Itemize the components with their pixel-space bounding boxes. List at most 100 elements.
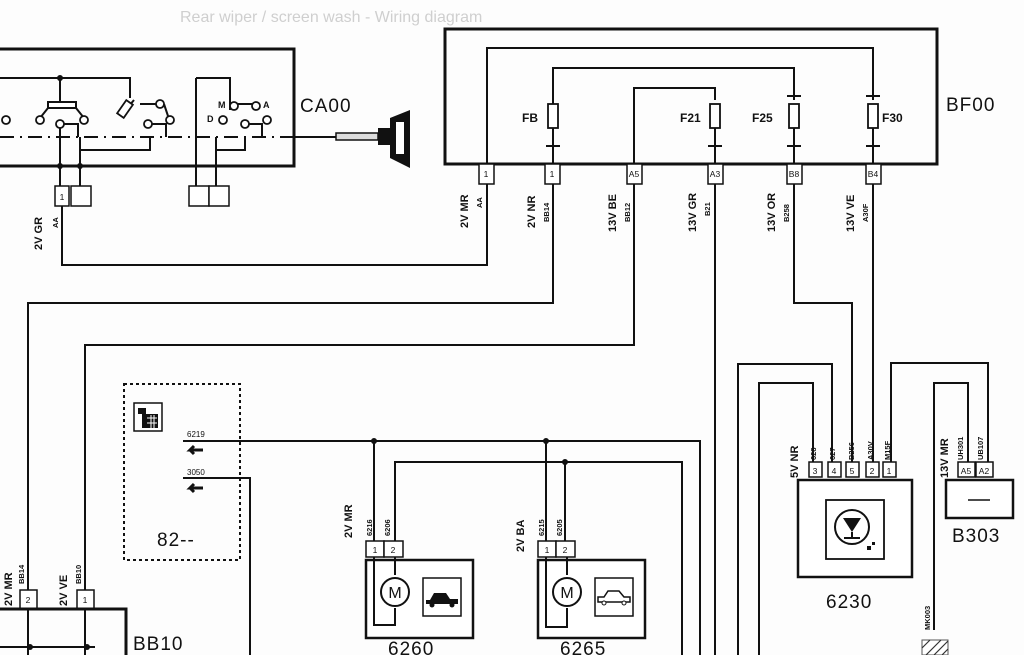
svg-text:627: 627 (828, 447, 837, 460)
fuse-f30: F30 (866, 95, 903, 164)
washer-pump-icon (825, 499, 885, 560)
svg-text:2V MR: 2V MR (3, 572, 15, 606)
svg-text:13V VE: 13V VE (845, 195, 857, 232)
svg-text:4: 4 (832, 466, 837, 476)
component-82: 6219 3050 82-- (123, 383, 241, 561)
svg-text:2: 2 (391, 545, 396, 555)
svg-text:M: M (388, 585, 401, 602)
ground-icon: MK003 (921, 606, 949, 655)
b303-label: B303 (952, 526, 1000, 547)
c6265-label: 6265 (560, 639, 606, 655)
fuse-f21: F21 (680, 103, 722, 164)
svg-text:M: M (560, 585, 573, 602)
svg-text:M15F: M15F (883, 440, 892, 460)
svg-text:AA: AA (475, 197, 484, 208)
svg-text:B4: B4 (868, 169, 879, 179)
svg-text:B8: B8 (789, 169, 800, 179)
switch-pos-d: D (207, 114, 214, 124)
svg-text:2: 2 (26, 595, 31, 605)
svg-text:BB14: BB14 (542, 202, 551, 222)
c82-label: 82-- (157, 530, 195, 551)
component-6265: 1 2 M 6265 2V BA 6215 6205 (515, 519, 647, 655)
svg-text:B21: B21 (703, 202, 712, 216)
svg-text:1: 1 (484, 169, 489, 179)
ca00-pin-1: 1 (60, 192, 65, 202)
svg-text:628: 628 (809, 447, 818, 460)
svg-text:6216: 6216 (365, 519, 374, 536)
component-bf00: FB F21 F25 F30 BF00 1 1 A5 A3 B8 (443, 27, 995, 185)
svg-text:6206: 6206 (383, 519, 392, 536)
svg-text:13V GR: 13V GR (687, 193, 699, 232)
wire-spec-ca00: 2V GR (33, 217, 45, 250)
svg-text:A5: A5 (961, 466, 972, 476)
svg-text:A5: A5 (629, 169, 640, 179)
svg-text:A2: A2 (979, 466, 990, 476)
multifunction-display-icon (133, 402, 163, 432)
svg-text:BB12: BB12 (623, 203, 632, 222)
svg-text:6215: 6215 (537, 519, 546, 536)
svg-text:BB14: BB14 (17, 564, 26, 584)
c6230-label: 6230 (826, 592, 872, 613)
arrow-left-icon (186, 444, 203, 456)
svg-text:2V VE: 2V VE (58, 575, 70, 606)
fuse-fb: FB (522, 103, 560, 164)
bf00-label: BF00 (946, 95, 995, 116)
svg-text:2V MR: 2V MR (459, 194, 471, 228)
svg-text:5V NR: 5V NR (789, 446, 801, 478)
c6260-label: 6260 (388, 639, 434, 655)
ignition-key-icon (335, 110, 410, 168)
faint-header: Rear wiper / screen wash - Wiring diagra… (180, 9, 482, 26)
svg-text:1: 1 (545, 545, 550, 555)
component-bb10: 2 1 BB10 2V MR BB14 2V VE BB10 (0, 564, 183, 655)
svg-text:5: 5 (850, 466, 855, 476)
svg-text:F21: F21 (680, 111, 701, 125)
bf00-wire-labels: 2V MR AA 2V NR BB14 13V BE BB12 13V GR B… (459, 193, 870, 232)
svg-text:1: 1 (83, 595, 88, 605)
component-6230: 3 4 5 2 1 6230 5V NR 628 627 B256 A30V M… (789, 440, 914, 613)
bb10-label: BB10 (133, 634, 183, 655)
svg-text:A30F: A30F (861, 203, 870, 222)
svg-text:13V MR: 13V MR (939, 438, 951, 478)
switch-pos-m: M (218, 100, 226, 110)
svg-text:3: 3 (813, 466, 818, 476)
svg-text:2V MR: 2V MR (343, 504, 355, 538)
svg-text:1: 1 (550, 169, 555, 179)
svg-text:A30V: A30V (866, 441, 875, 460)
wire-ca00-to-bf00 (61, 176, 488, 266)
svg-text:2: 2 (870, 466, 875, 476)
component-ca00: M D A 1 CA00 (0, 47, 352, 207)
fuse-f25: F25 (752, 95, 801, 164)
svg-text:B258: B258 (782, 204, 791, 222)
svg-text:A3: A3 (710, 169, 721, 179)
svg-text:1: 1 (887, 466, 892, 476)
wiring (27, 184, 989, 655)
svg-text:6205: 6205 (555, 519, 564, 536)
rear-car-icon (594, 577, 634, 617)
svg-text:13V OR: 13V OR (766, 193, 778, 232)
svg-text:FB: FB (522, 111, 538, 125)
component-b303: A5 A2 B303 13V MR UH301 UB107 (939, 437, 1015, 547)
svg-text:1: 1 (373, 545, 378, 555)
svg-text:B256: B256 (847, 442, 856, 460)
front-car-icon (422, 577, 462, 617)
svg-text:13V BE: 13V BE (607, 194, 619, 232)
wire-code-ca00: AA (51, 217, 60, 228)
svg-text:BB10: BB10 (74, 565, 83, 584)
ca00-label: CA00 (300, 96, 352, 117)
svg-text:2: 2 (563, 545, 568, 555)
svg-text:F30: F30 (882, 111, 903, 125)
switch-pos-a: A (263, 100, 270, 110)
svg-text:UB107: UB107 (976, 437, 985, 460)
svg-text:F25: F25 (752, 111, 773, 125)
motor-icon (552, 577, 582, 607)
svg-text:2V BA: 2V BA (515, 520, 527, 552)
component-6260: 1 2 M 6260 2V MR 6216 6206 (343, 504, 475, 655)
signal-6219: 6219 (187, 430, 205, 439)
svg-text:MK003: MK003 (923, 606, 932, 630)
motor-icon (380, 577, 410, 607)
svg-text:2V NR: 2V NR (526, 196, 538, 228)
arrow-left-icon (186, 482, 203, 494)
svg-text:UH301: UH301 (956, 437, 965, 460)
signal-3050: 3050 (187, 468, 205, 477)
